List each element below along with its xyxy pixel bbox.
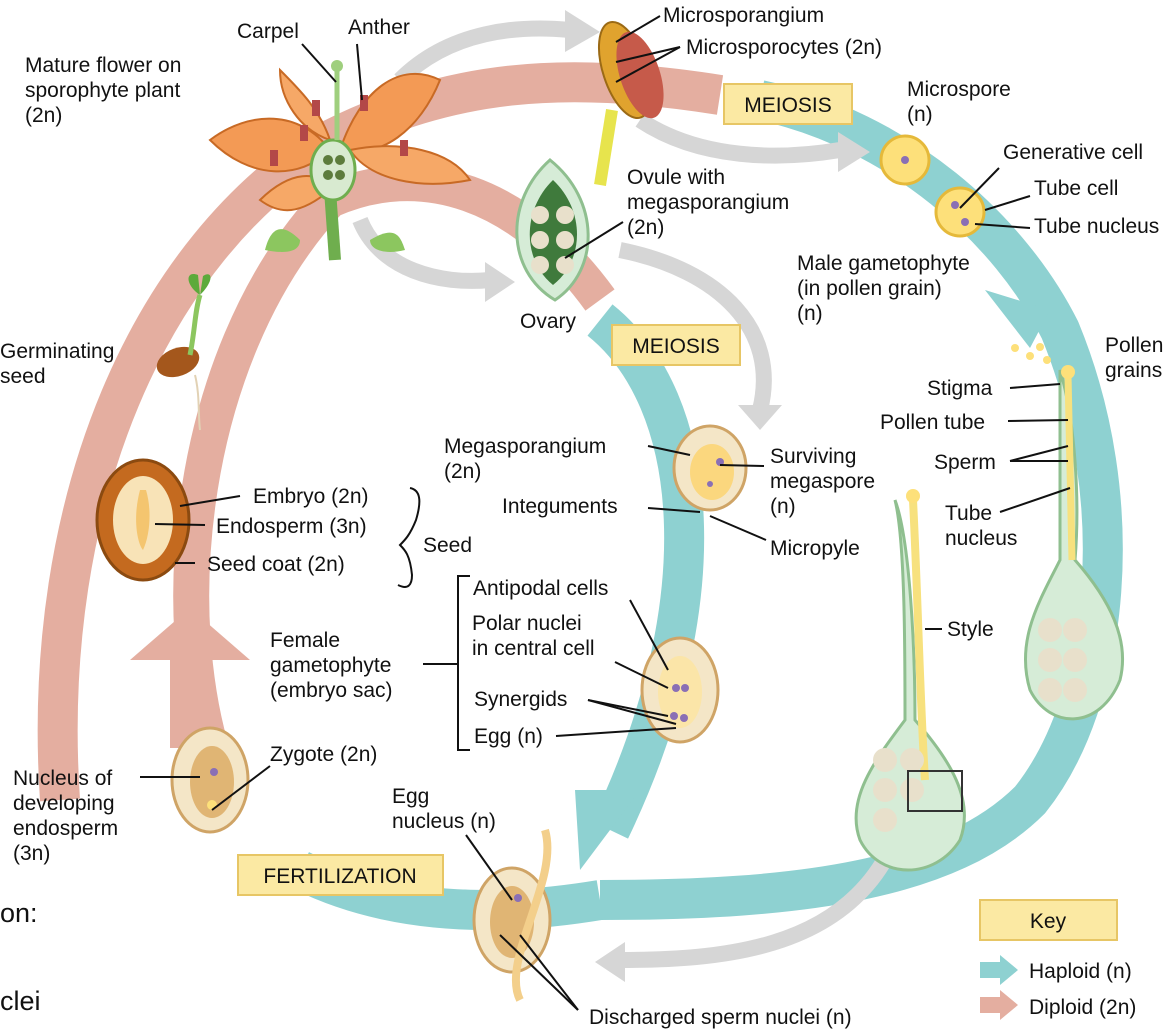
diploid-band-outer	[37, 62, 724, 802]
micropyle-label: Micropyle	[770, 537, 860, 560]
endosperm-label: Endosperm (3n)	[216, 515, 367, 538]
key-legend: Key Haploid (n) Diploid (2n)	[979, 899, 1136, 1020]
megasporangium-illustration	[672, 424, 748, 512]
pollen-tube-label: Pollen tube	[880, 411, 985, 434]
anther-label: Anther	[348, 16, 410, 39]
zygote-ovule-illustration	[170, 726, 250, 834]
meiosis-top-label: MEIOSIS	[744, 94, 832, 117]
surviving-megaspore-label: Surviving megaspore (n)	[770, 445, 881, 518]
embryo-sac-illustration	[640, 636, 720, 744]
microsporangium-label: Microsporangium	[663, 4, 824, 27]
integuments-label: Integuments	[502, 495, 618, 518]
embryo-label: Embryo (2n)	[253, 485, 369, 508]
egg-nucleus-label: Egg nucleus (n)	[392, 785, 496, 833]
grey-arrowhead-4	[738, 405, 782, 430]
slide-text-line-2: clei	[0, 986, 41, 1016]
seed-illustration	[95, 458, 191, 582]
nucleus-endosperm-label: Nucleus of developing endosperm (3n)	[13, 767, 124, 865]
grey-arrowhead-3	[485, 262, 515, 302]
seed-label: Seed	[423, 534, 472, 557]
slide-text-line-1: on:	[0, 898, 38, 928]
grey-arrow-to-anther	[394, 20, 571, 86]
pistil-with-pollen-tube-illustration	[854, 489, 966, 872]
microspore-label: Microspore (n)	[907, 78, 1017, 126]
discharged-sperm-label: Discharged sperm nuclei (n)	[589, 1006, 852, 1029]
fertilization-label: FERTILIZATION	[263, 865, 416, 888]
grey-arrowhead-1	[565, 10, 600, 52]
style-label: Style	[947, 618, 994, 641]
grey-arrow-to-megaspore	[618, 242, 772, 412]
haploid-band-female	[587, 304, 705, 839]
carpel-label: Carpel	[237, 20, 299, 43]
microsporocytes-label: Microsporocytes (2n)	[686, 36, 882, 59]
grey-arrow-to-microspore	[635, 113, 842, 164]
stigma-label: Stigma	[927, 377, 993, 400]
haploid-arrowhead-right	[985, 290, 1050, 348]
haploid-arrowhead-down	[575, 790, 640, 870]
meiosis-mid-box	[611, 324, 741, 366]
ovule-label: Ovule with megasporangium (2n)	[627, 166, 795, 239]
pollen-grain-illustration	[934, 186, 986, 238]
grey-arrowhead-5	[595, 942, 625, 982]
antipodal-cells-label: Antipodal cells	[473, 577, 608, 600]
seed-coat-label: Seed coat (2n)	[207, 553, 345, 576]
fertilization-box	[237, 854, 444, 896]
generative-cell-label: Generative cell	[1003, 141, 1143, 164]
haploid-swatch	[980, 955, 1018, 985]
grey-arrowhead-2	[838, 132, 870, 172]
leader-lines	[140, 15, 1071, 1011]
key-title-box	[979, 899, 1118, 941]
key-title: Key	[1030, 910, 1067, 933]
female-gametophyte-label: Female gametophyte (embryo sac)	[270, 629, 397, 702]
germinating-seed-illustration	[156, 274, 211, 431]
polar-nuclei-label: Polar nuclei in central cell	[472, 612, 595, 660]
ovary-label: Ovary	[520, 310, 577, 333]
egg-label: Egg (n)	[474, 725, 543, 748]
mature-flower-label: Mature flower on sporophyte plant (2n)	[25, 54, 187, 127]
fertilization-ovule-illustration	[472, 828, 552, 1002]
germinating-seed-label: Germinating seed	[0, 340, 120, 388]
grey-arrows	[352, 20, 898, 968]
tube-nucleus-top-label: Tube nucleus	[1034, 215, 1159, 238]
grey-arrow-to-ovule-bottom	[619, 846, 898, 968]
tube-cell-label: Tube cell	[1034, 177, 1118, 200]
pollen-grains-label: Pollen grains	[1105, 334, 1169, 382]
haploid-key-label: Haploid (n)	[1029, 960, 1132, 983]
mature-flower-illustration	[208, 60, 472, 261]
megasporangium-label: Megasporangium (2n)	[444, 435, 612, 483]
male-gametophyte-label: Male gametophyte (in pollen grain) (n)	[797, 252, 976, 325]
ovule-top-illustration	[515, 158, 590, 302]
meiosis-mid-label: MEIOSIS	[632, 335, 720, 358]
grey-arrow-to-ovule	[352, 216, 491, 289]
zygote-label: Zygote (2n)	[270, 743, 377, 766]
meiosis-top-box	[723, 83, 853, 125]
synergids-label: Synergids	[474, 688, 567, 711]
microsporangium-illustration	[594, 20, 664, 186]
tube-nucleus-right-label: Tube nucleus	[945, 502, 1017, 550]
pistil-stigma-illustration	[1011, 343, 1125, 721]
diploid-swatch	[980, 990, 1018, 1020]
diploid-key-label: Diploid (2n)	[1029, 996, 1136, 1019]
sperm-label: Sperm	[934, 451, 996, 474]
